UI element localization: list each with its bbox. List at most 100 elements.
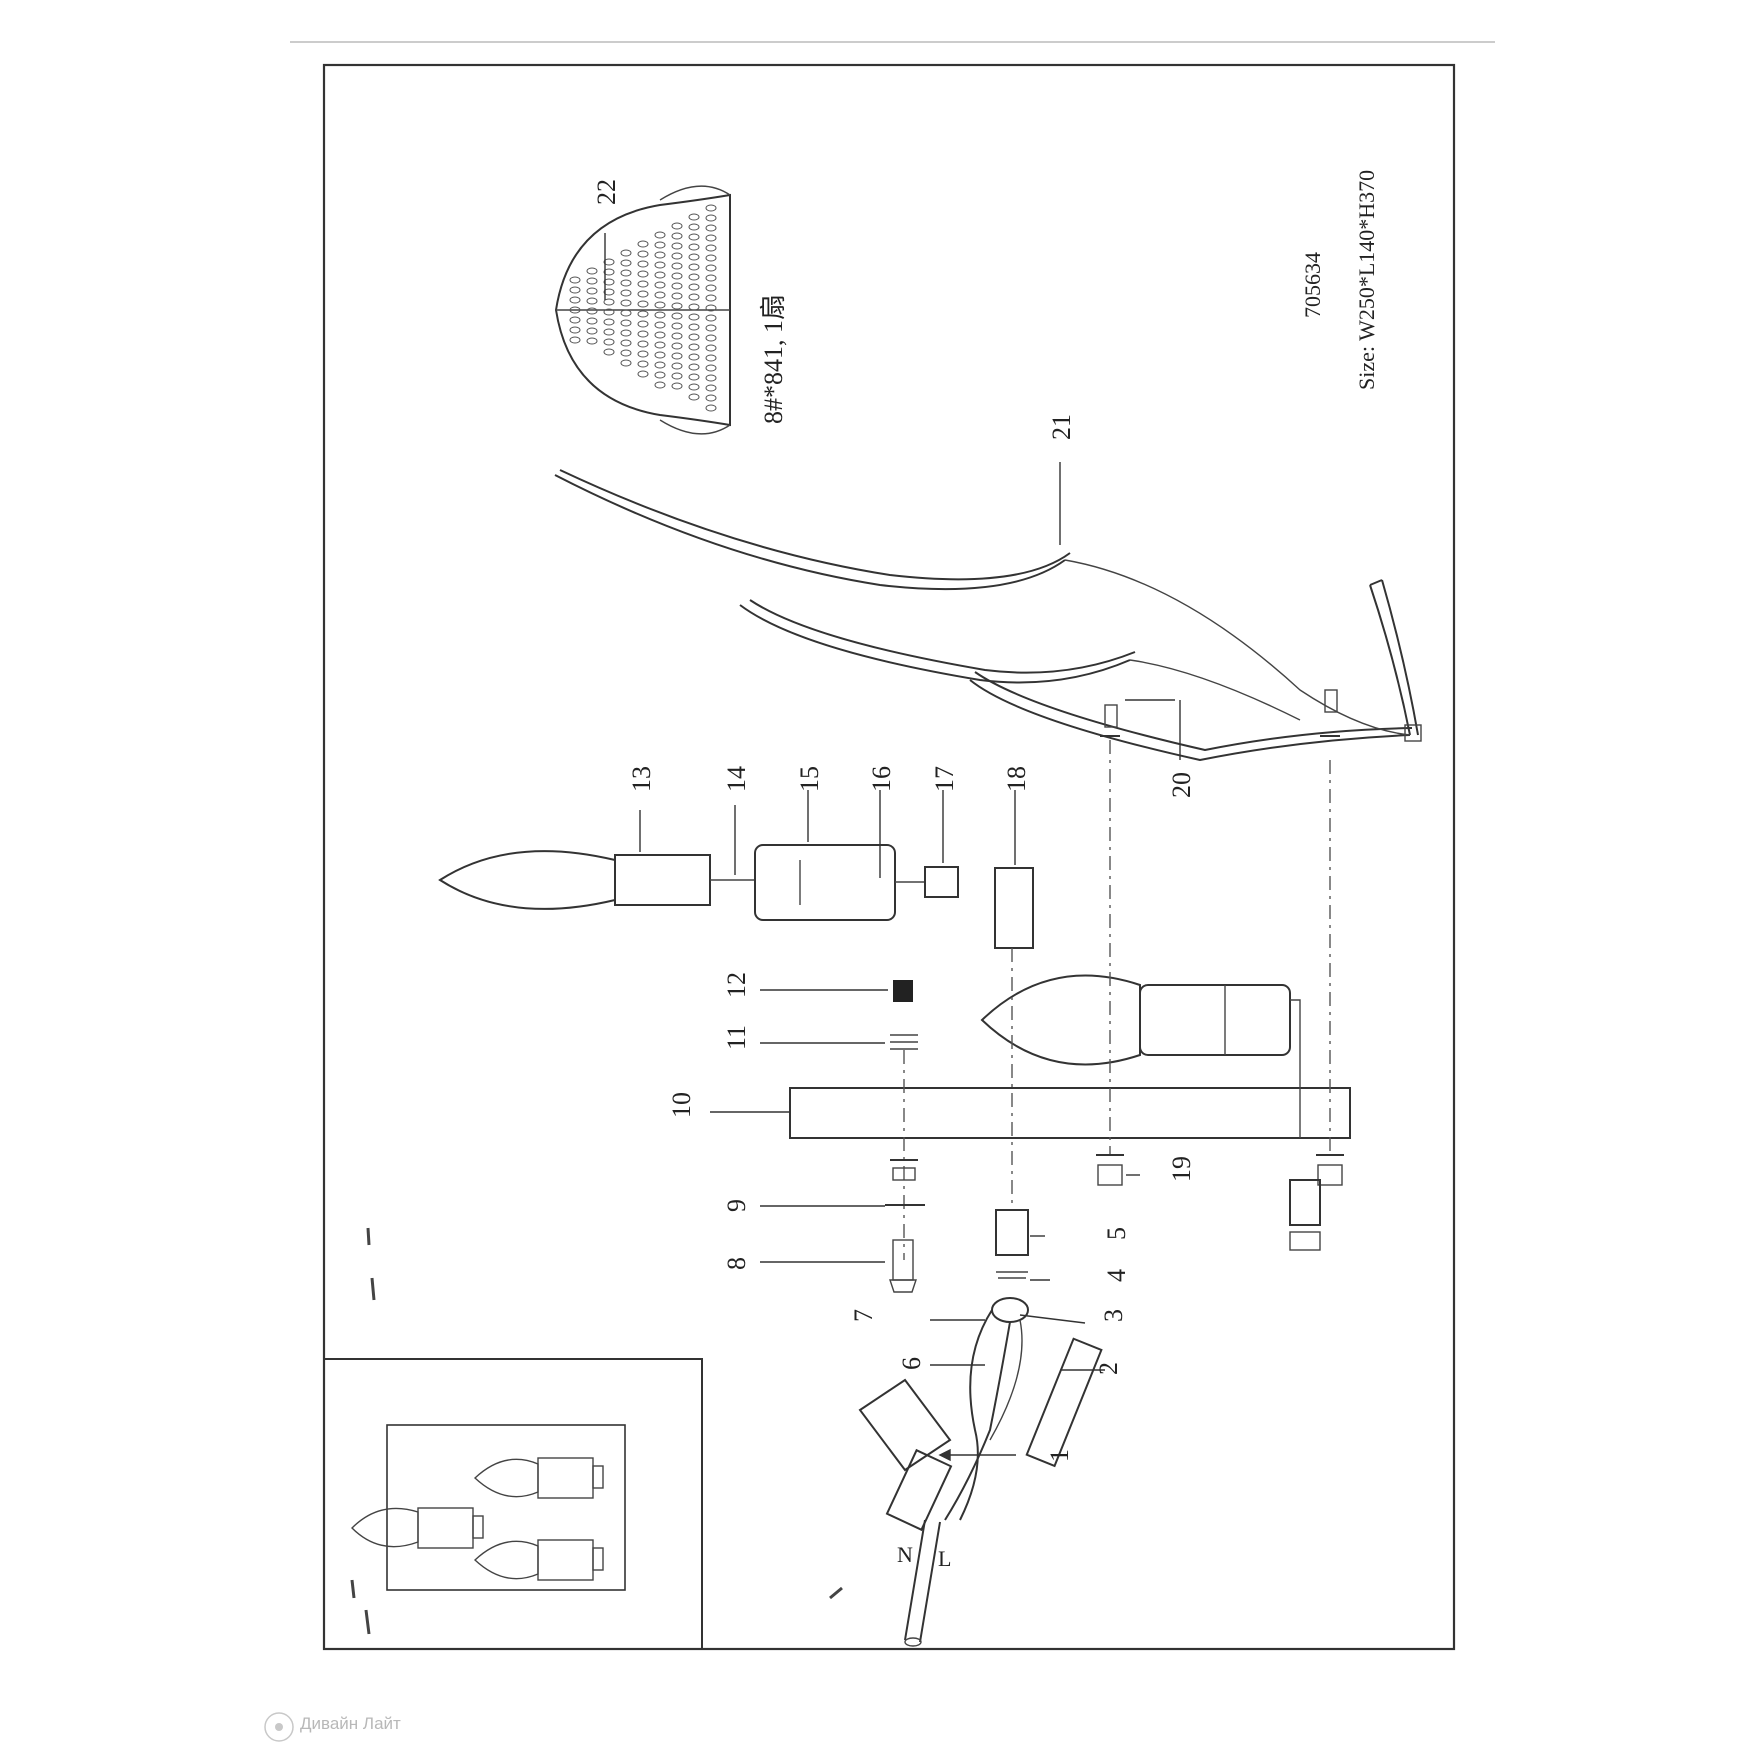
crystal-bead — [654, 261, 666, 269]
part-label-5: 5 — [1102, 1227, 1131, 1240]
crystal-bead — [688, 263, 700, 271]
crystal-bead — [620, 289, 632, 297]
inset-inner-frame — [386, 1424, 626, 1591]
inset-frame — [323, 1358, 703, 1650]
leader-arrows — [604, 233, 1181, 1462]
crystal-bead — [637, 360, 649, 368]
crystal-bead — [688, 393, 700, 401]
crystal-bead — [569, 336, 581, 344]
socket-part-13 — [614, 854, 711, 906]
crystal-bead — [654, 271, 666, 279]
mounted-bulb-assembly — [980, 974, 1301, 1088]
part-12 — [893, 980, 913, 1002]
crystal-bead — [688, 333, 700, 341]
crystal-bead — [705, 374, 717, 382]
crystal-bead — [569, 316, 581, 324]
crystal-bead — [705, 204, 717, 212]
crystal-bead — [569, 286, 581, 294]
watermark-logo-icon — [264, 1712, 294, 1742]
wire-part-6 — [944, 1321, 1011, 1521]
crystal-bead — [688, 323, 700, 331]
crystal-bead — [569, 306, 581, 314]
crystal-bead — [688, 353, 700, 361]
crystal-bead — [688, 303, 700, 311]
crystal-bead — [603, 318, 615, 326]
neutral-label: N — [897, 1542, 913, 1567]
crystal-bead — [654, 291, 666, 299]
crystal-beads — [569, 204, 717, 412]
crystal-bead — [688, 363, 700, 371]
tube-part-2 — [1025, 1337, 1103, 1468]
crystal-bead — [586, 327, 598, 335]
crystal-bead — [705, 294, 717, 302]
crystal-bead — [705, 404, 717, 412]
screw-part-8 — [892, 1239, 914, 1281]
backplate-bar-part-10 — [789, 1087, 1351, 1139]
part-label-17: 17 — [930, 766, 959, 792]
crystal-bead — [637, 310, 649, 318]
part-label-12: 12 — [722, 972, 751, 998]
crystal-bead — [671, 292, 683, 300]
part-label-22: 22 — [592, 179, 621, 205]
sleeve-part-5 — [995, 1209, 1029, 1256]
crystal-bead — [654, 341, 666, 349]
crystal-fan-part-22 — [554, 185, 731, 435]
crystal-bead — [654, 251, 666, 259]
crystal-bead — [671, 232, 683, 240]
inset-bulb-bottom — [473, 1539, 604, 1581]
crystal-bead — [705, 344, 717, 352]
model-number: 705634 — [1300, 252, 1325, 318]
part-label-18: 18 — [1002, 766, 1031, 792]
crystal-bead — [705, 324, 717, 332]
part-label-6: 6 — [897, 1357, 926, 1370]
crystal-bead — [705, 314, 717, 322]
crystal-bead — [705, 354, 717, 362]
crystal-bead — [620, 359, 632, 367]
crystal-bead — [705, 264, 717, 272]
crystal-bead — [671, 362, 683, 370]
outer-frame — [322, 63, 1456, 1651]
backplate-mount — [858, 1378, 952, 1472]
crystal-bead — [620, 259, 632, 267]
part-label-13: 13 — [627, 766, 656, 792]
crystal-bead — [705, 254, 717, 262]
crystal-bead — [705, 334, 717, 342]
crystal-bead — [688, 343, 700, 351]
curved-arm-part-21 — [554, 469, 1422, 762]
crystal-bead — [637, 340, 649, 348]
crystal-bead — [654, 351, 666, 359]
alignment-lines — [903, 740, 1331, 1260]
crystal-bead — [705, 274, 717, 282]
crystal-bead — [569, 296, 581, 304]
live-label: L — [938, 1546, 951, 1571]
crystal-bead — [637, 300, 649, 308]
wire-part-7 — [959, 1309, 993, 1521]
crystal-bead — [569, 326, 581, 334]
crystal-bead — [705, 234, 717, 242]
part-label-21: 21 — [1047, 414, 1076, 440]
crystal-bead — [586, 297, 598, 305]
crystal-bead — [671, 352, 683, 360]
part-label-4: 4 — [1102, 1269, 1131, 1282]
crystal-bead — [671, 372, 683, 380]
crystal-bead — [637, 240, 649, 248]
crystal-bead — [688, 313, 700, 321]
crystal-bead — [637, 260, 649, 268]
crystal-bead — [705, 364, 717, 372]
bracket-part-1 — [885, 1448, 953, 1532]
nut-part-19 — [1097, 1164, 1123, 1186]
inset-bulb-left — [351, 1507, 484, 1549]
crystal-bead — [620, 279, 632, 287]
crystal-bead — [586, 277, 598, 285]
grommet-part-3 — [991, 1297, 1029, 1323]
crystal-bead — [688, 373, 700, 381]
crystal-bead — [671, 282, 683, 290]
crystal-bead — [654, 381, 666, 389]
crystal-bead — [620, 319, 632, 327]
scan-marks — [350, 1227, 843, 1635]
crystal-bead — [654, 241, 666, 249]
crystal-bead — [671, 322, 683, 330]
crystal-bead — [654, 361, 666, 369]
